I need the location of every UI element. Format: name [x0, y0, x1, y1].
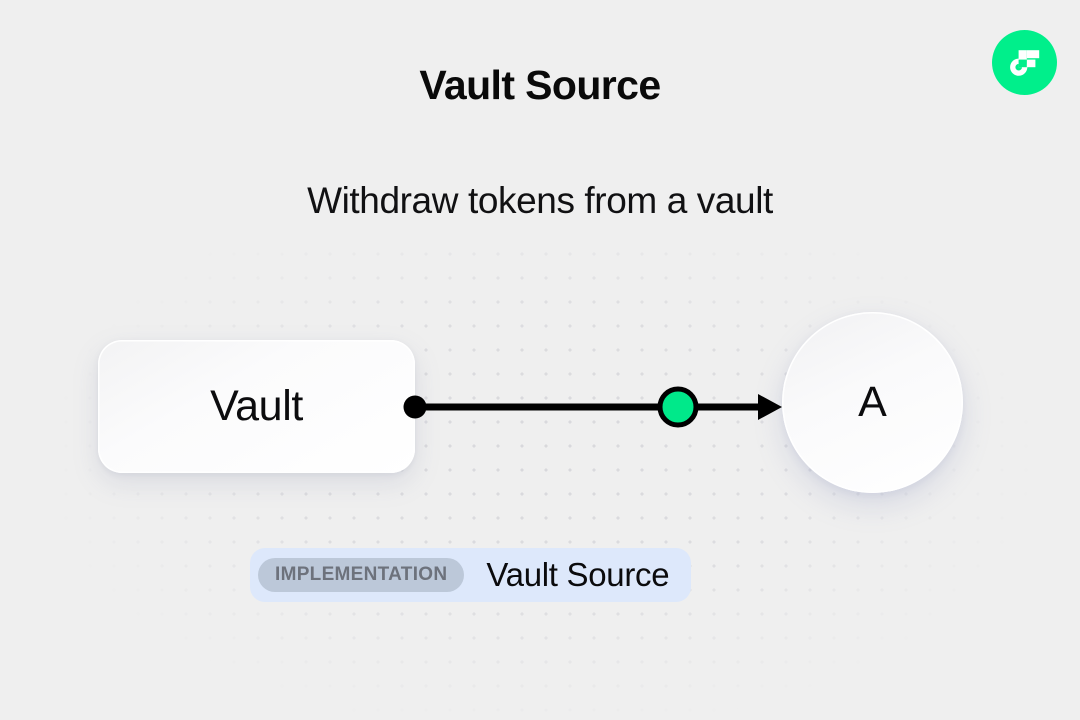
edge-midpoint-dot-icon[interactable] [657, 386, 699, 428]
implementation-name-label: Vault Source [486, 556, 670, 593]
implementation-tag-label: IMPLEMENTATION [258, 558, 465, 592]
connector-dot-icon[interactable] [403, 395, 427, 419]
implementation-badge[interactable]: IMPLEMENTATION Vault Source [250, 548, 692, 602]
node-a[interactable]: A [782, 312, 963, 493]
page-subtitle: Withdraw tokens from a vault [307, 180, 773, 221]
arrowhead-icon [758, 394, 782, 420]
node-a-label: A [858, 378, 887, 426]
node-vault-label: Vault [210, 382, 303, 430]
page-title: Vault Source [419, 62, 661, 108]
node-vault[interactable]: Vault [98, 340, 415, 473]
flow-logo-icon [992, 30, 1057, 95]
flow-logo-mark-icon [1009, 49, 1039, 76]
